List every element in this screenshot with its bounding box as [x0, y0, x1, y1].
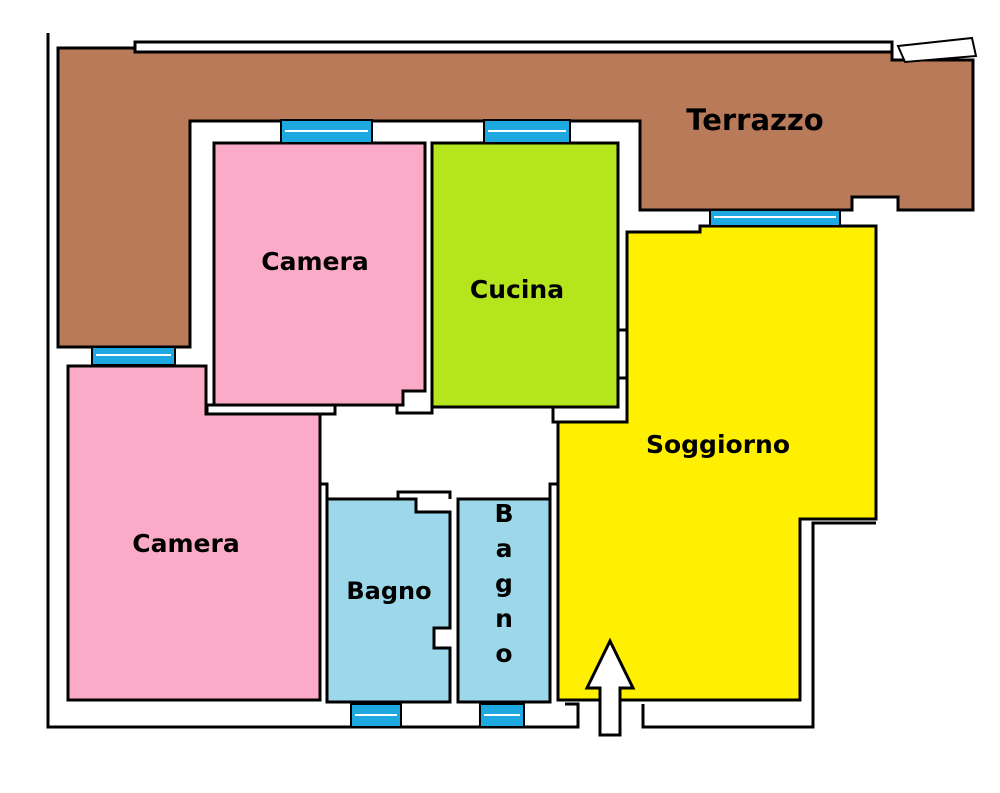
label-bathroom-right-letter: o: [495, 639, 512, 668]
label-bathroom-right-letter: a: [496, 534, 513, 563]
label-kitchen: Cucina: [470, 275, 564, 304]
label-bathroom-right-letter: g: [495, 569, 513, 598]
label-bedroom-top: Camera: [261, 247, 368, 276]
window-bath-right: [479, 703, 525, 728]
room-terrace: [56, 46, 975, 349]
windows: [91, 119, 841, 728]
window-living: [709, 209, 841, 227]
entrance-arrow-icon: [584, 637, 636, 737]
wall-stub-1: [205, 403, 214, 414]
window-bedroom-top: [280, 119, 373, 144]
label-bathroom-left: Bagno: [346, 577, 431, 605]
label-living: Soggiorno: [646, 430, 790, 459]
window-bath-left: [350, 703, 402, 728]
wall-stub-4: [551, 407, 558, 424]
room-living: [556, 224, 878, 702]
interior-walls: [205, 328, 627, 499]
room-bathroom-right: [456, 497, 552, 704]
outer-wall: [46, 33, 580, 729]
window-bedroom-left: [91, 346, 176, 366]
wall-stub-5: [320, 482, 329, 499]
wall-stub-2: [320, 405, 337, 416]
outer-wall-right: [641, 521, 876, 729]
wall-stub-7: [548, 482, 558, 499]
window-kitchen: [483, 119, 571, 144]
label-bathroom-right-letter: B: [494, 499, 513, 528]
wall-stub-6: [396, 490, 452, 499]
label-terrace: Terrazzo: [686, 103, 823, 137]
wall-stub-3: [395, 405, 434, 415]
terrace-gate-icon: [896, 36, 978, 64]
room-bathroom-left: [325, 497, 452, 704]
label-bedroom-left: Camera: [132, 529, 239, 558]
label-bathroom-right-letter: n: [495, 604, 513, 633]
